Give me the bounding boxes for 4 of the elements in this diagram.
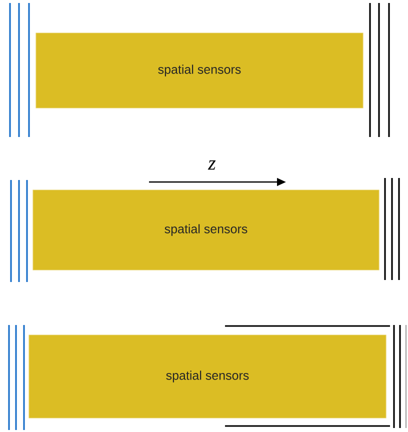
sensor-box: spatial sensors bbox=[36, 32, 364, 108]
sensor-box: spatial sensors bbox=[28, 334, 386, 418]
axis-label: z bbox=[208, 160, 216, 170]
sensor-box: spatial sensors bbox=[32, 190, 380, 270]
